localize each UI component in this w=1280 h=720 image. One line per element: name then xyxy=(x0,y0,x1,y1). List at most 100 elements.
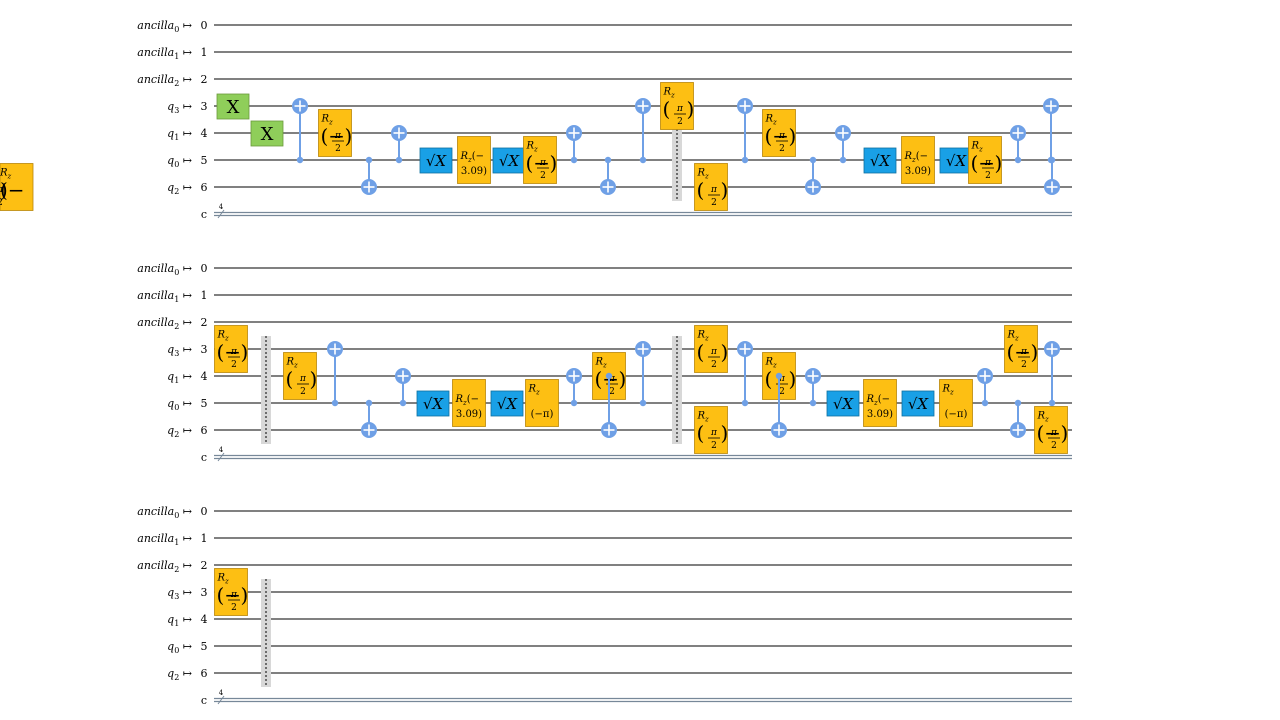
qubit-label: q3 ↦ xyxy=(167,343,193,358)
control-dot xyxy=(741,156,749,164)
rz-gate: Rz(−π2) xyxy=(1004,325,1039,373)
svg-text:π: π xyxy=(230,347,238,357)
qubit-label: q3 ↦ xyxy=(167,100,193,115)
control-dot xyxy=(775,372,783,380)
svg-text:π: π xyxy=(710,347,718,357)
cx-gate xyxy=(566,368,582,407)
qubit-index: 5 xyxy=(201,397,208,410)
qubit-label: ancilla2 ↦ xyxy=(137,559,193,574)
qubit-label: ancilla0 ↦ xyxy=(137,262,193,277)
x-gate: X xyxy=(216,93,250,120)
svg-text:(: ( xyxy=(697,178,705,202)
qubit-label: q0 ↦ xyxy=(167,640,193,655)
svg-text:(−: (− xyxy=(321,124,346,148)
qubit-index: 0 xyxy=(201,505,208,518)
svg-text:(−: (− xyxy=(526,151,551,175)
cx-gate xyxy=(737,341,753,407)
svg-text:π: π xyxy=(984,158,992,168)
svg-text:): ) xyxy=(241,583,249,607)
rz-gate-label: Rz(− xyxy=(455,394,480,407)
svg-text:2: 2 xyxy=(0,198,3,208)
rz-gate: Rz(−π2) xyxy=(318,109,352,157)
svg-text:): ) xyxy=(241,340,249,364)
rz-angle: 3.09) xyxy=(867,409,893,420)
rz-gate: Rz(−π2) xyxy=(0,163,34,211)
svg-text:): ) xyxy=(1031,340,1039,364)
qubit-index: 4 xyxy=(201,613,208,626)
svg-text:): ) xyxy=(0,178,8,202)
cx-gate xyxy=(361,399,377,438)
sx-gate-label: √X xyxy=(946,152,968,170)
qubit-index: 3 xyxy=(201,343,208,356)
x-gate-label: X xyxy=(227,97,240,118)
cx-gate xyxy=(361,156,377,195)
svg-text:(−: (− xyxy=(765,124,790,148)
classical-bit-count: 4 xyxy=(219,446,224,454)
x-gate-label: X xyxy=(261,124,274,145)
cx-gate xyxy=(737,98,753,164)
qubit-label: ancilla2 ↦ xyxy=(137,316,193,331)
qubit-index: 1 xyxy=(201,46,208,59)
cx-gate xyxy=(1010,399,1026,438)
rz-gate: Rz(π2) xyxy=(283,352,317,400)
qubit-index: 5 xyxy=(201,640,208,653)
svg-text:(: ( xyxy=(663,97,671,121)
svg-text:(−: (− xyxy=(595,367,620,391)
rz-gate: Rz(−π2) xyxy=(968,136,1002,184)
svg-text:): ) xyxy=(721,340,729,364)
classical-label: c xyxy=(201,451,207,464)
rz-gate: Rz(− 3.09) xyxy=(452,379,486,427)
cx-gate xyxy=(1010,125,1026,164)
rz-gate: Rz(π2) xyxy=(694,163,728,211)
rz-gate: Rz(−π2) xyxy=(1034,406,1069,454)
rz-angle: 3.09) xyxy=(905,166,931,177)
sx-gate: √X xyxy=(490,390,524,417)
svg-text:): ) xyxy=(1061,421,1069,445)
qubit-label: q2 ↦ xyxy=(167,424,193,439)
control-dot xyxy=(809,156,817,164)
svg-text:(: ( xyxy=(697,340,705,364)
control-dot xyxy=(1048,399,1056,407)
control-dot xyxy=(365,156,373,164)
qubit-label: ancilla1 ↦ xyxy=(137,289,193,304)
control-dot xyxy=(604,156,612,164)
cx-gate xyxy=(771,372,787,438)
rz-gate: Rz(−π) xyxy=(525,379,559,427)
qubit-index: 1 xyxy=(201,289,208,302)
qubit-label: q2 ↦ xyxy=(167,667,193,682)
classical-bit-count: 4 xyxy=(219,689,224,697)
control-dot xyxy=(809,399,817,407)
sx-gate: √X xyxy=(492,147,526,174)
svg-text:2: 2 xyxy=(985,171,991,181)
control-dot xyxy=(1014,399,1022,407)
sx-gate: √X xyxy=(939,147,973,174)
sx-gate: √X xyxy=(863,147,897,174)
qubit-index: 3 xyxy=(201,586,208,599)
svg-text:(: ( xyxy=(286,367,294,391)
svg-text:2: 2 xyxy=(231,603,237,613)
classical-bit-count: 4 xyxy=(219,203,224,211)
rz-gate: Rz(π2) xyxy=(660,82,695,130)
rz-gate: Rz(−3.09) xyxy=(863,379,897,427)
rz-gate: Rz(−π) xyxy=(939,379,973,427)
rz-gate: Rz(π2) xyxy=(694,406,729,454)
svg-text:): ) xyxy=(687,97,695,121)
svg-text:2: 2 xyxy=(711,198,717,208)
svg-text:): ) xyxy=(721,421,729,445)
qubit-index: 1 xyxy=(201,532,208,545)
svg-text:2: 2 xyxy=(335,144,341,154)
barrier-gate xyxy=(672,336,682,444)
classical-label: c xyxy=(201,208,207,221)
sx-gate-label: √X xyxy=(833,395,855,413)
control-dot xyxy=(331,399,339,407)
rz-angle: 3.09) xyxy=(456,409,482,420)
cx-gate xyxy=(805,368,821,407)
rz-gate: Rz(−π2) xyxy=(214,568,249,616)
svg-text:2: 2 xyxy=(779,387,785,397)
rz-gate-label: Rz(− xyxy=(904,151,929,164)
cx-gate xyxy=(635,341,651,407)
qubit-label: q0 ↦ xyxy=(167,154,193,169)
sx-gate-label: √X xyxy=(870,152,892,170)
